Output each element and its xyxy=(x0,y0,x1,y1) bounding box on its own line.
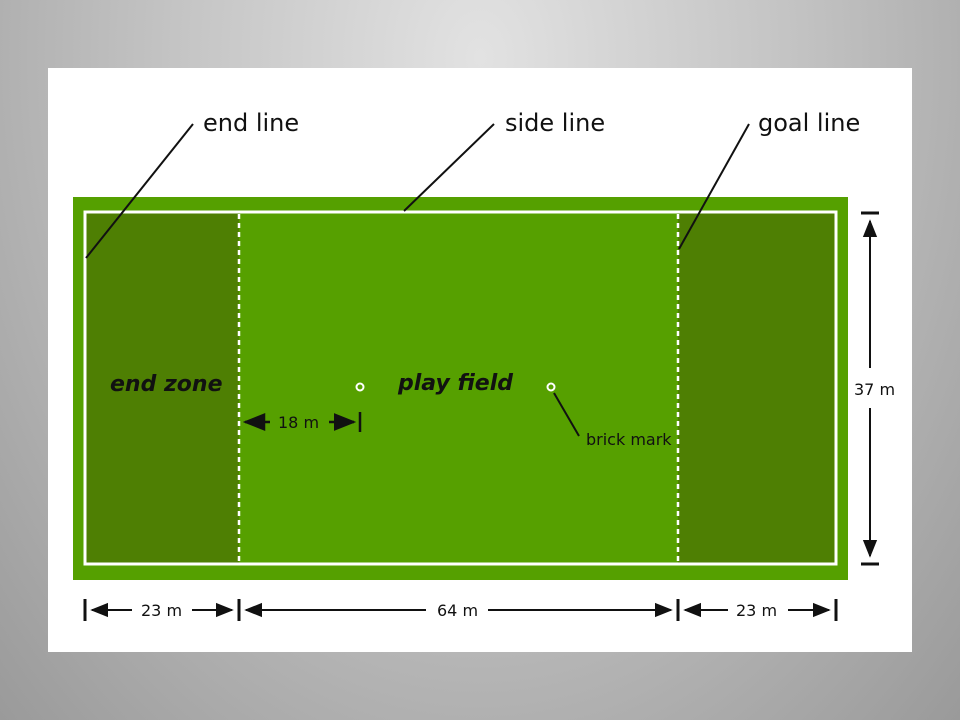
end-zone-left-length: 23 m xyxy=(141,601,182,620)
ultimate-field-diagram: end line side line goal line end zone pl… xyxy=(73,109,895,621)
boundary-lines xyxy=(83,210,838,566)
goal-line-leader xyxy=(678,123,750,250)
brick-offset-label: 18 m xyxy=(278,413,319,432)
brick-mark-left xyxy=(355,382,365,392)
goal-line-label: goal line xyxy=(758,109,860,137)
end-zone-right xyxy=(678,212,836,564)
width-label: 37 m xyxy=(854,380,895,399)
side-line-label: side line xyxy=(505,109,605,137)
brick-mark-label: brick mark xyxy=(586,430,672,449)
end-zone-right-length: 23 m xyxy=(736,601,777,620)
end-line-label: end line xyxy=(203,109,299,137)
diagram-canvas: end line side line goal line end zone pl… xyxy=(48,68,912,652)
side-line-leader xyxy=(403,123,495,212)
end-zone-left xyxy=(85,212,239,564)
play-field-label: play field xyxy=(397,371,513,396)
brick-mark-leader xyxy=(553,392,580,437)
end-line-leader xyxy=(85,123,194,259)
central-length: 64 m xyxy=(437,601,478,620)
brick-mark-right xyxy=(546,382,556,392)
end-zone-label: end zone xyxy=(110,372,223,397)
